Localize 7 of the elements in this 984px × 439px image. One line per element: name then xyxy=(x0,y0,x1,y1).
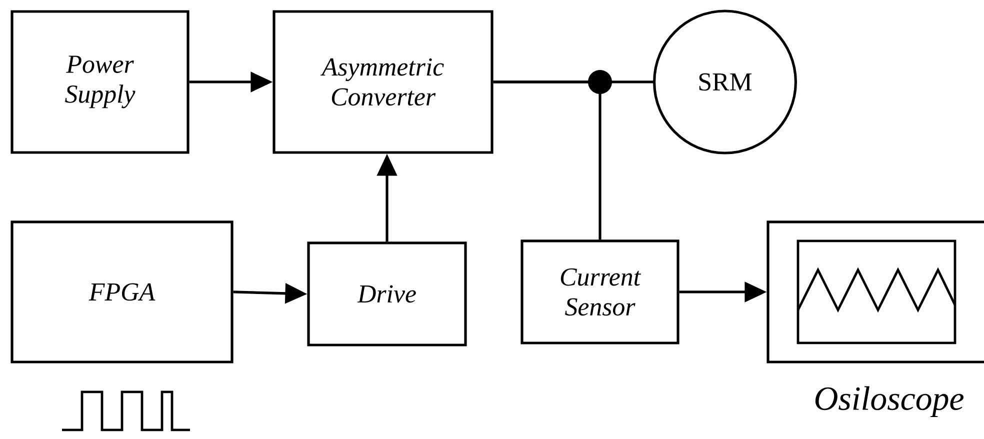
block-box: Current Sensor xyxy=(520,240,680,344)
connector-line xyxy=(493,80,602,240)
block-box: Drive xyxy=(307,242,467,346)
block-box: Power Supply xyxy=(10,10,190,154)
block-box: FPGA xyxy=(10,220,234,364)
node-heading: Osiloscope xyxy=(815,386,964,417)
block-box: Asymmetric Converter xyxy=(272,10,494,154)
